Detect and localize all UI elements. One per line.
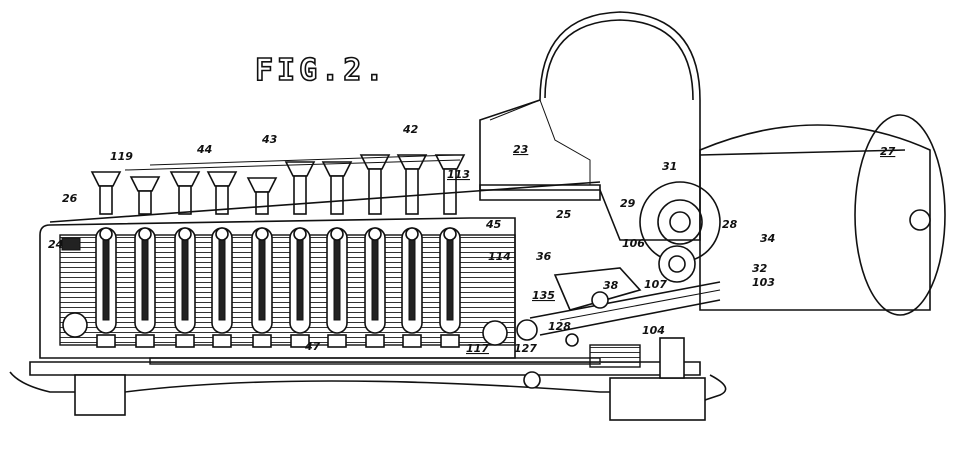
machine-base	[9, 337, 727, 421]
label-113: 113	[447, 168, 470, 181]
key-lever	[206, 171, 238, 348]
key-lever	[434, 154, 466, 348]
label-32: 32	[752, 262, 768, 275]
label-26: 26	[62, 192, 78, 205]
label-103: 103	[752, 276, 775, 289]
reference-labels: 119 44 43 42 23 31 27 113 26 24 25 29 28…	[48, 123, 896, 355]
key-top-plate	[49, 154, 601, 223]
label-28: 28	[722, 218, 738, 231]
label-117: 117	[466, 342, 489, 355]
label-44: 44	[196, 143, 212, 156]
label-119: 119	[110, 150, 133, 163]
label-29: 29	[620, 197, 636, 210]
gear-assembly	[639, 181, 721, 283]
label-25: 25	[556, 208, 572, 221]
label-104: 104	[642, 324, 665, 337]
label-43: 43	[261, 133, 278, 146]
label-127: 127	[514, 342, 537, 355]
label-128: 128	[548, 320, 571, 333]
label-47: 47	[304, 340, 321, 353]
label-106: 106	[622, 237, 645, 250]
key-lever	[321, 161, 353, 348]
label-23: 23	[513, 143, 529, 156]
label-27: 27	[880, 145, 896, 158]
key-lever	[90, 171, 122, 348]
label-36: 36	[536, 250, 552, 263]
figure-title: FIG.2.	[255, 53, 387, 88]
key-lever	[129, 176, 161, 348]
label-38: 38	[603, 279, 619, 292]
label-42: 42	[402, 123, 419, 136]
platen-roll	[699, 114, 946, 316]
housing	[479, 11, 701, 241]
key-lever	[396, 154, 428, 348]
label-24: 24	[48, 238, 63, 251]
key-lever	[284, 161, 316, 348]
key-lever	[359, 154, 391, 348]
label-31: 31	[662, 160, 677, 173]
key-lever	[169, 171, 201, 348]
key-levers	[90, 154, 466, 348]
spring-linkage	[516, 267, 721, 389]
key-lever	[246, 177, 278, 348]
label-45: 45	[485, 218, 502, 231]
label-107: 107	[644, 278, 667, 291]
label-135: 135	[532, 289, 555, 302]
label-114: 114	[488, 250, 511, 263]
label-34: 34	[760, 232, 775, 245]
